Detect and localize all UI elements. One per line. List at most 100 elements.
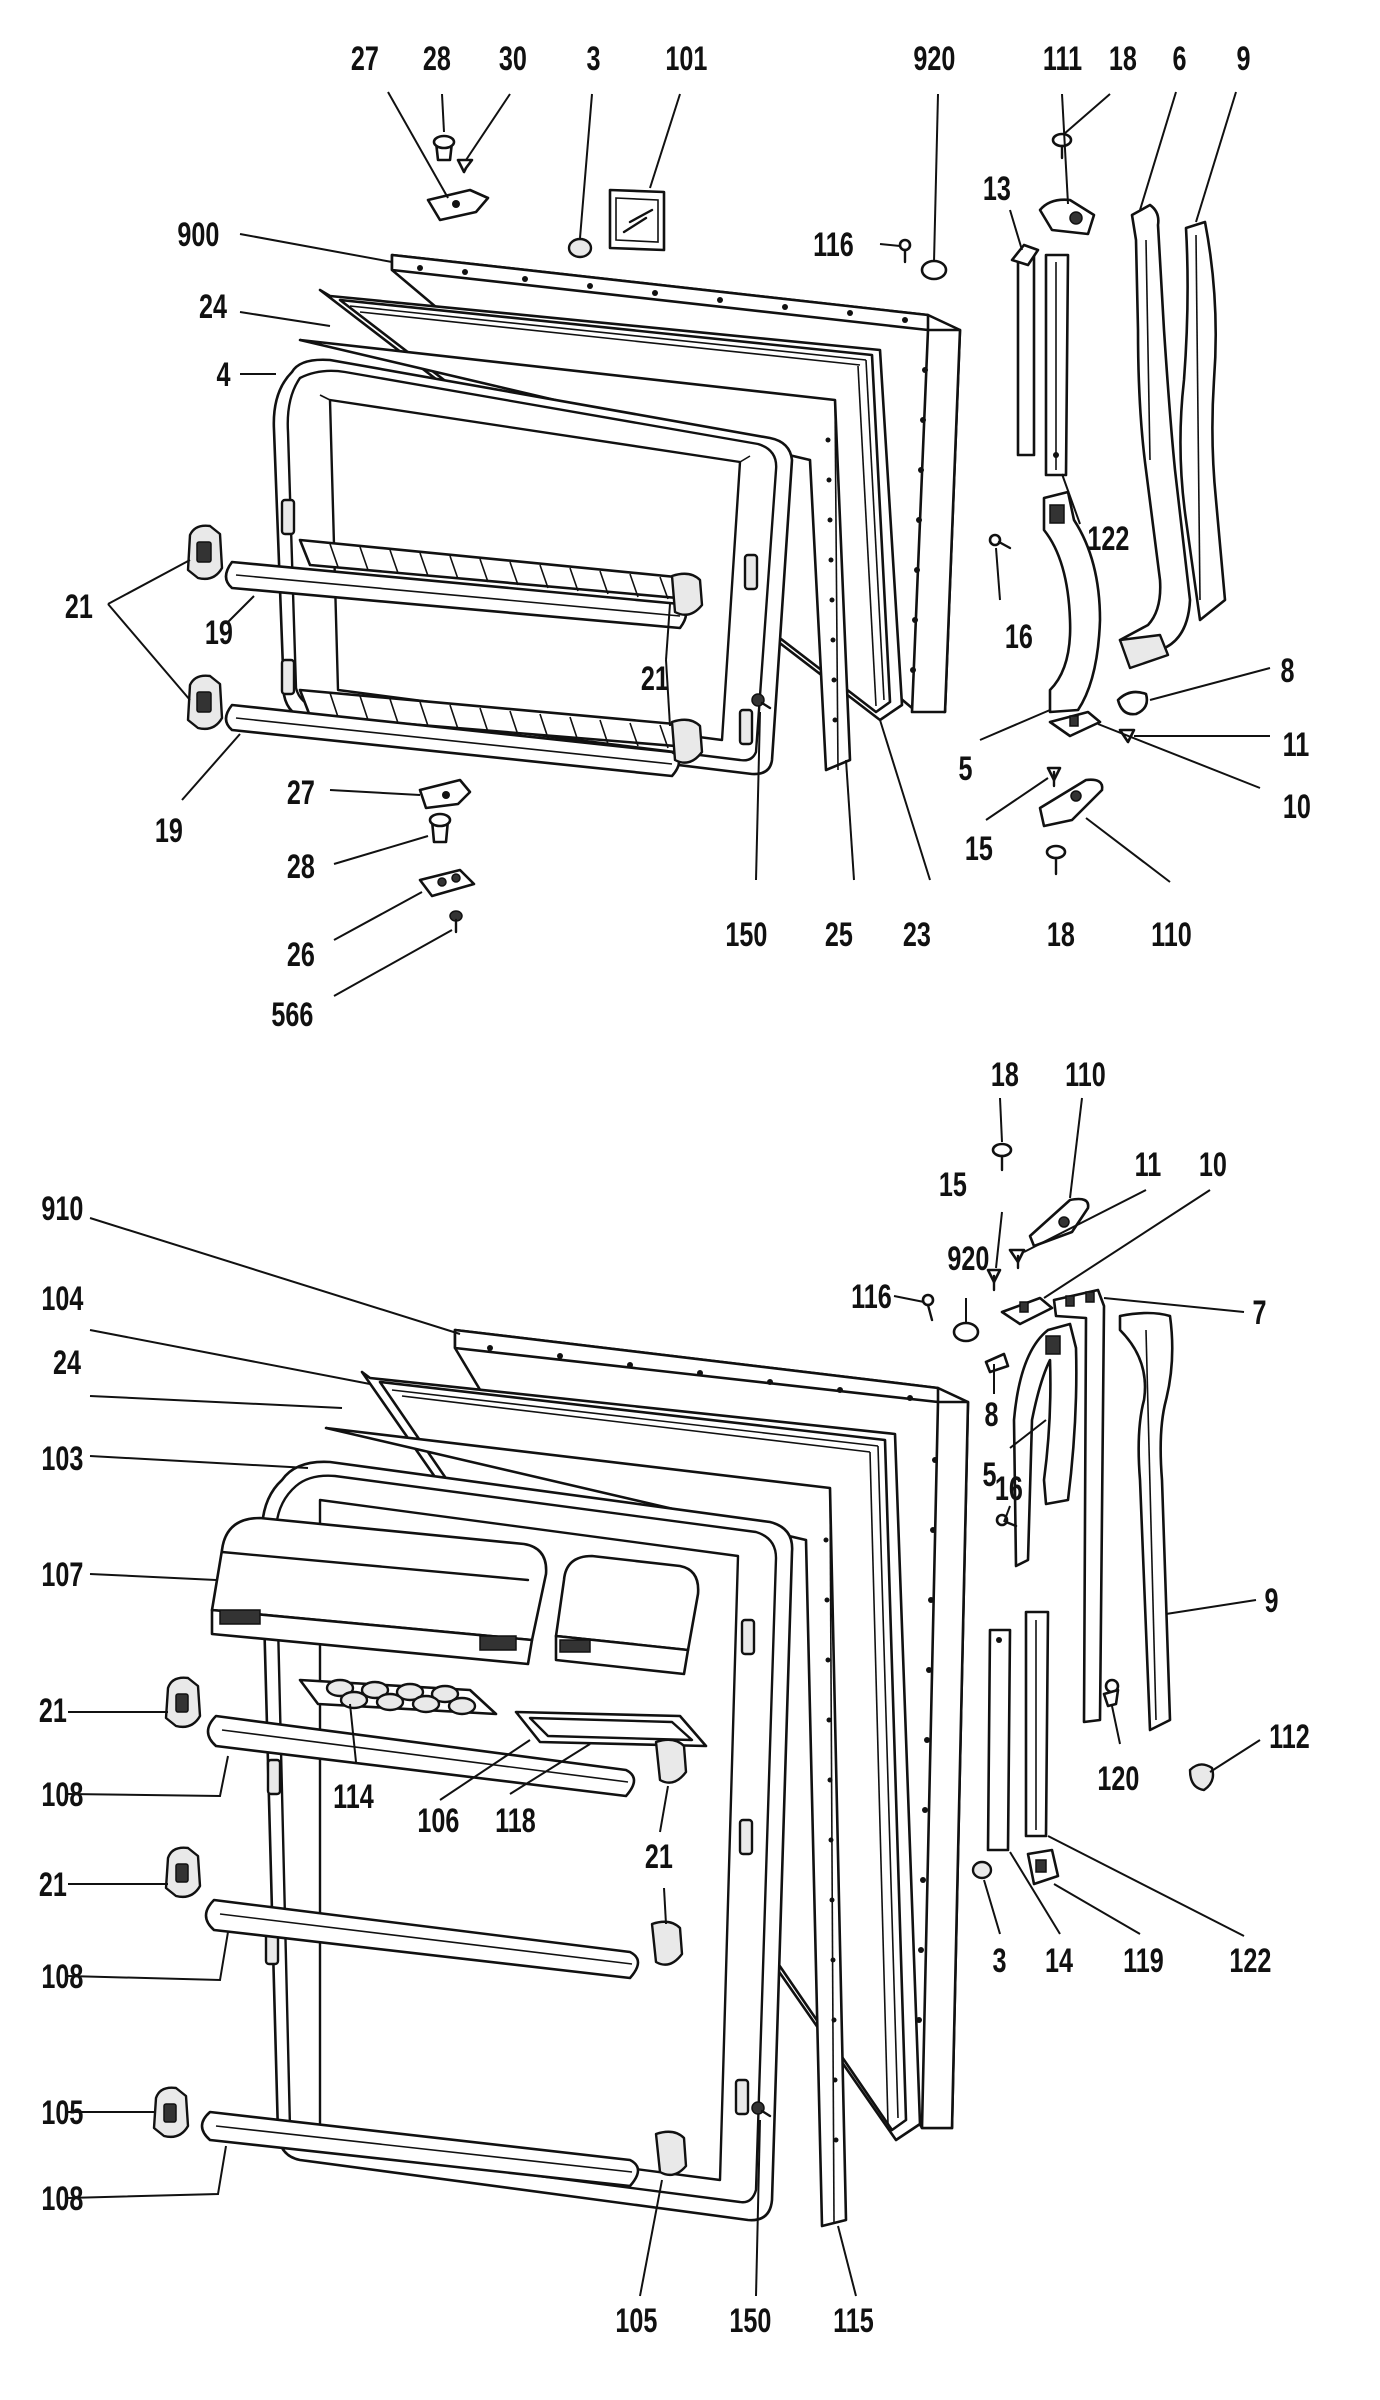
leader-lines bbox=[67, 91, 1271, 2297]
label-110a: 110 bbox=[1151, 916, 1192, 954]
screw-116-ff bbox=[921, 1293, 935, 1322]
label-3a: 3 bbox=[586, 40, 600, 78]
label-6: 6 bbox=[1172, 40, 1186, 78]
shelf-end-cap-21-loose-lower bbox=[186, 674, 224, 731]
plug-3-ff bbox=[971, 1860, 993, 1880]
label-104: 104 bbox=[41, 1280, 83, 1318]
label-4: 4 bbox=[217, 356, 231, 394]
shim-8-ff bbox=[984, 1352, 1010, 1374]
hinge-pin-28-bottom bbox=[428, 812, 452, 844]
handle-trim-9-ff bbox=[1118, 1311, 1174, 1732]
screw-150-bottom bbox=[751, 2101, 772, 2118]
handle-trim-9-top bbox=[1179, 220, 1227, 622]
label-28a: 28 bbox=[423, 40, 451, 78]
bracket-10-top bbox=[1048, 710, 1102, 738]
shelf-end-cap-21-upper-right bbox=[670, 572, 704, 616]
label-5b: 5 bbox=[982, 1456, 996, 1494]
screw-18-top bbox=[1051, 132, 1073, 160]
nameplate-101 bbox=[608, 188, 666, 252]
label-26: 26 bbox=[287, 936, 315, 974]
shelf-end-cap-21-loose-ff-lower bbox=[164, 1846, 202, 1899]
label-21e: 21 bbox=[39, 1866, 67, 1904]
bracket-10-ff bbox=[1000, 1296, 1054, 1326]
label-28b: 28 bbox=[287, 848, 315, 886]
label-13: 13 bbox=[983, 170, 1011, 208]
door-shelf-108-middle bbox=[204, 1898, 640, 1980]
screw-15-top bbox=[1046, 766, 1062, 788]
label-10a: 10 bbox=[1283, 788, 1311, 826]
shelf-end-cap-21-loose-upper bbox=[186, 524, 224, 581]
dairy-compartment-107-right bbox=[554, 1554, 700, 1676]
butter-tray-118 bbox=[514, 1710, 708, 1748]
label-103: 103 bbox=[41, 1440, 83, 1478]
egg-tray-114 bbox=[298, 1678, 498, 1716]
label-105b: 105 bbox=[615, 2302, 657, 2340]
label-9b: 9 bbox=[1264, 1582, 1278, 1620]
hinge-7 bbox=[1052, 1288, 1106, 1724]
label-112: 112 bbox=[1269, 1718, 1310, 1756]
label-27a: 27 bbox=[351, 40, 379, 78]
screw-16-top bbox=[988, 533, 1012, 550]
label-23: 23 bbox=[903, 916, 931, 954]
plug-3-top bbox=[567, 237, 593, 259]
screw-16-ff bbox=[995, 1513, 1018, 1528]
screw-566 bbox=[449, 910, 463, 934]
label-8a: 8 bbox=[1280, 652, 1294, 690]
shim-8-top bbox=[1116, 690, 1149, 716]
label-118: 118 bbox=[495, 1802, 536, 1840]
plug-112 bbox=[1188, 1763, 1215, 1792]
screw-30 bbox=[456, 158, 474, 174]
hinge-110-ff bbox=[1028, 1197, 1090, 1248]
label-18a: 18 bbox=[1109, 40, 1137, 78]
hinge-bracket-27-bottom bbox=[418, 778, 472, 810]
label-3b: 3 bbox=[992, 1942, 1006, 1980]
label-920b: 920 bbox=[947, 1240, 989, 1278]
label-18c: 18 bbox=[991, 1056, 1019, 1094]
hinge-110-top bbox=[1038, 778, 1104, 828]
label-115: 115 bbox=[833, 2302, 874, 2340]
label-21d: 21 bbox=[645, 1838, 673, 1876]
label-108c: 108 bbox=[41, 2180, 83, 2218]
label-10b: 10 bbox=[1199, 1146, 1227, 1184]
screw-150-top bbox=[751, 693, 772, 710]
screw-18-lower bbox=[1045, 844, 1067, 876]
hinge-stop-5-ff bbox=[1012, 1322, 1078, 1568]
label-108b: 108 bbox=[41, 1958, 83, 1996]
freezer-door-assembly bbox=[186, 132, 1227, 934]
label-106: 106 bbox=[417, 1802, 459, 1840]
label-8b: 8 bbox=[984, 1396, 998, 1434]
label-30: 30 bbox=[499, 40, 527, 78]
callout-labels: 27 28 30 3 101 920 111 18 6 9 900 116 13… bbox=[39, 40, 1311, 2340]
door-handle-6 bbox=[1118, 203, 1192, 670]
hinge-cover-111 bbox=[1038, 198, 1096, 236]
screw-18-ff bbox=[991, 1142, 1013, 1172]
label-11b: 11 bbox=[1135, 1146, 1162, 1184]
hinge-support-13 bbox=[1010, 243, 1040, 457]
label-7: 7 bbox=[1252, 1294, 1266, 1332]
label-120: 120 bbox=[1097, 1760, 1139, 1798]
label-101: 101 bbox=[665, 40, 707, 78]
label-900: 900 bbox=[177, 216, 219, 254]
label-110b: 110 bbox=[1065, 1056, 1106, 1094]
screw-15-ff bbox=[986, 1268, 1002, 1292]
label-25: 25 bbox=[825, 916, 853, 954]
label-21b: 21 bbox=[641, 660, 669, 698]
label-15b: 15 bbox=[939, 1166, 967, 1204]
fresh-food-door-assembly bbox=[152, 1142, 1215, 2228]
screw-116-top bbox=[898, 238, 912, 264]
hinge-pin-28-top bbox=[432, 134, 456, 162]
door-shelf-108-lower bbox=[200, 2110, 640, 2188]
hinge-stop-5-top bbox=[1042, 490, 1102, 714]
label-18b: 18 bbox=[1047, 916, 1075, 954]
label-119: 119 bbox=[1123, 1942, 1164, 1980]
label-116a: 116 bbox=[813, 226, 854, 264]
shelf-end-cap-21-lower-right bbox=[670, 718, 704, 764]
label-14: 14 bbox=[1045, 1942, 1073, 1980]
label-11a: 11 bbox=[1283, 726, 1310, 764]
label-21a: 21 bbox=[65, 588, 93, 626]
label-150a: 150 bbox=[725, 916, 767, 954]
label-122b: 122 bbox=[1229, 1942, 1271, 1980]
label-9a: 9 bbox=[1236, 40, 1250, 78]
plug-920-ff bbox=[952, 1321, 980, 1343]
